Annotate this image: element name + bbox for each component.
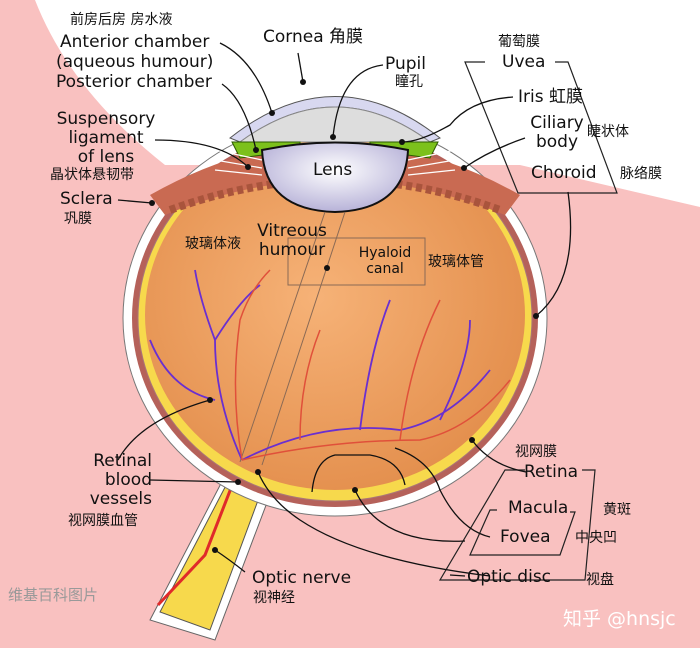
label-vitreous-cn: 玻璃体液 xyxy=(185,236,241,252)
label-vitreous-2: humour xyxy=(258,240,326,260)
label-macula: Macula xyxy=(508,498,569,518)
label-suspensory-2: ligament xyxy=(68,128,144,148)
label-optic-nerve-cn: 视神经 xyxy=(253,590,295,606)
lens xyxy=(260,141,410,214)
central-artery xyxy=(156,464,242,607)
label-vitreous-1: Vitreous xyxy=(257,221,327,241)
label-hyaloid-1: Hyaloid xyxy=(358,245,412,261)
label-uvea-cn: 葡萄膜 xyxy=(498,34,540,50)
label-retinal-2: blood xyxy=(104,470,152,490)
retinal-veins xyxy=(149,269,491,461)
label-retina-cn: 视网膜 xyxy=(515,444,557,460)
label-ciliary-1: Ciliary xyxy=(530,113,584,133)
label-retinal-3: vessels xyxy=(89,489,152,509)
label-ciliary-body-cn: 睫状体 xyxy=(587,124,629,140)
label-retina: Retina xyxy=(524,462,579,482)
label-suspensory-3: of lens xyxy=(77,147,135,167)
label-pupil-cn: 瞳孔 xyxy=(395,74,423,90)
label-lens: Lens xyxy=(313,160,353,180)
label-retinal-1: Retinal xyxy=(93,451,152,471)
retinal-arteries xyxy=(234,269,511,461)
label-suspensory-1: Suspensory xyxy=(56,109,156,129)
hyaloid-canal xyxy=(239,211,346,466)
label-posterior-chamber: Posterior chamber xyxy=(56,72,212,92)
label-optic-nerve: Optic nerve xyxy=(252,568,352,588)
label-sclera: Sclera xyxy=(60,189,113,209)
label-fovea: Fovea xyxy=(500,527,551,547)
hyaloid-label-box xyxy=(287,237,426,286)
label-optic-disc-cn: 视盘 xyxy=(586,572,614,588)
label-hyaloid-2: canal xyxy=(366,261,404,277)
leader-lines xyxy=(117,42,572,577)
label-aqueous-humour: (aqueous humour) xyxy=(56,52,214,72)
label-uvea: Uvea xyxy=(502,52,546,72)
label-hyaloid-cn: 玻璃体管 xyxy=(428,254,484,270)
label-fovea-cn: 中央凹 xyxy=(575,530,617,546)
ciliary-processes xyxy=(168,176,502,214)
label-choroid: Choroid xyxy=(531,163,597,183)
label-anterior-chamber-cn: 前房后房 房水液 xyxy=(70,12,173,28)
label-retinal-vessels-cn: 视网膜血管 xyxy=(68,513,138,529)
label-choroid-cn: 脉络膜 xyxy=(620,166,662,182)
source-watermark: 维基百科图片 xyxy=(8,586,99,604)
label-pupil: Pupil xyxy=(385,54,426,74)
author-watermark: 知乎 @hnsjc xyxy=(563,608,676,630)
label-sclera-cn: 巩膜 xyxy=(64,211,92,227)
label-suspensory-cn: 晶状体悬韧带 xyxy=(50,167,134,183)
label-cornea: Cornea 角膜 xyxy=(263,27,364,47)
vitreous-body xyxy=(145,140,525,490)
label-optic-disc: Optic disc xyxy=(467,567,552,587)
label-iris: Iris 虹膜 xyxy=(518,87,583,107)
label-anterior-chamber: Anterior chamber xyxy=(60,32,210,52)
label-macula-cn: 黄斑 xyxy=(603,502,631,518)
leader-dots xyxy=(149,79,539,553)
label-ciliary-2: body xyxy=(535,132,579,152)
